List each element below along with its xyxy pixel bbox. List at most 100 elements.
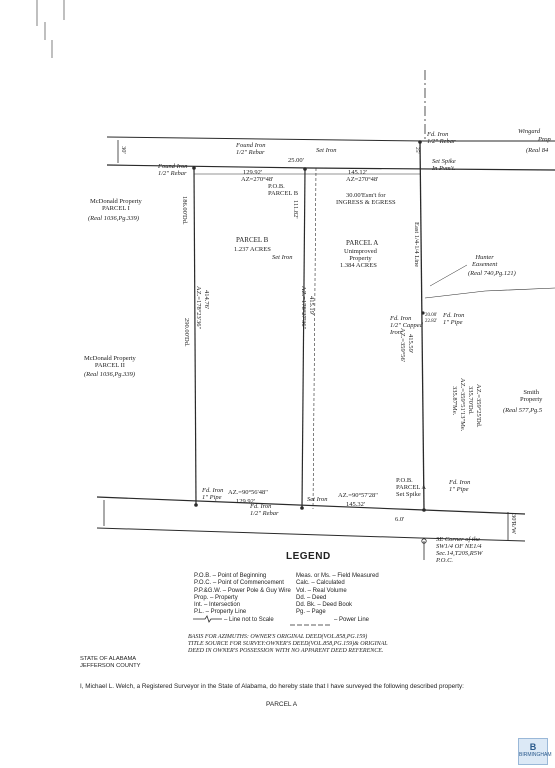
monument-nw (192, 166, 196, 170)
basis-line: DEED IN OWNER'S POSSESSION WITH NO APPAR… (188, 648, 384, 655)
label-dim-129-92-bot: 129.92' (236, 498, 256, 505)
basis-of-survey: BASIS FOR AZIMUTHS: OWNER'S ORIGINAL DEE… (188, 634, 388, 656)
legend-item: P.O.B. – Point of Beginning (194, 573, 267, 579)
hunter-easement-line (424, 287, 555, 299)
monument-n-mid (303, 167, 307, 171)
label-parcel-b-acres: 1.237 ACRES (234, 246, 271, 253)
state-name: STATE OF ALABAMA (80, 656, 137, 662)
monument-poc (421, 538, 427, 544)
label-az-270-48-top: AZ=270°48' (241, 176, 274, 183)
state-county-block: STATE OF ALABAMA JEFFERSON COUNTY (80, 656, 141, 670)
label-set-iron-top: Set Iron (316, 147, 337, 154)
label-parcel-a: PARCEL A (346, 239, 379, 247)
legend-title: LEGEND (286, 551, 331, 562)
label-parcel-b: PARCEL B (236, 236, 269, 244)
monument-se (422, 508, 426, 512)
legend-item: – Power Line (334, 616, 370, 623)
legend-item: Calc. – Calculated (296, 580, 345, 587)
basis-line: BASIS FOR AZIMUTHS: OWNER'S ORIGINAL DEE… (188, 634, 368, 640)
label-dim-145-12: 145.12' (348, 169, 368, 176)
parcel-a-east-line (419, 141, 425, 511)
label-dim-111-82: 111.82' (292, 200, 299, 219)
legend-right-column: Meas. or Ms. – Field Measured Calc. – Ca… (296, 573, 379, 624)
legend-item: Meas. or Ms. – Field Measured (296, 573, 379, 579)
legend-item: Dd. Bk. – Deed Book (296, 602, 353, 609)
hunter-leader (429, 264, 468, 287)
label-set-iron-mid: Set Iron (272, 254, 293, 261)
legend-item: Vol. – Real Volume (296, 587, 347, 594)
label-set-iron-bot: Set Iron (307, 496, 328, 503)
legend-item: – Line not to Scale (224, 616, 274, 623)
parcel-a-heading: PARCEL A (266, 701, 298, 708)
basis-line: TITLE SOURCE FOR SURVEY:OWNER'S DEED(VOL… (188, 641, 388, 648)
label-dim-414-76: 414.76' (203, 290, 210, 310)
logo-mark: B (529, 742, 537, 752)
label-wingard-prop: Prop (538, 136, 551, 143)
label-dim-6: 6.0' (395, 516, 405, 523)
legend-item: Prop. – Property (194, 594, 238, 601)
label-parcel-a-acres: 1.384 ACRES (340, 262, 377, 269)
label-wingard-ref: (Real 84 (526, 147, 549, 154)
watermark-logo: B BIRMINGHAM (518, 738, 552, 765)
legend-item: Dd. – Deed (296, 594, 327, 601)
top-road-lower-edge (106, 164, 555, 171)
surveyor-certification: I, Michael L. Welch, a Registered Survey… (80, 683, 464, 690)
legend-item: P.L. – Property Line (194, 609, 247, 616)
label-dim-415-59: 415.59' (407, 334, 414, 354)
legend-item: Pg. – Page (296, 609, 326, 616)
easement-line (312, 167, 317, 510)
label-wingard: Wingard (518, 128, 541, 135)
label-mcdonald-parcel-2-ref: (Real 1036,Pg.339) (84, 371, 136, 378)
label-dim-145-32: 145.32' (346, 501, 366, 508)
monument-s-mid (300, 506, 304, 510)
parcel-b-west-line (193, 167, 197, 506)
monument-capped (421, 311, 425, 315)
legend-item: Int. – Intersection (194, 602, 241, 609)
label-road-30-right: 30'R/W (510, 514, 517, 534)
label-smith-ref: (Real 577,Pg.5 (503, 407, 543, 414)
legend-item: P.O.C. – Point of Commencement (194, 580, 284, 587)
label-az-359-51: AZ.=359°51'13"Me. (459, 378, 466, 432)
label-dim-25-right: 25' (414, 147, 420, 154)
label-az-178-27: AZ.=178°27'36" (300, 286, 307, 330)
label-dim-335-87: 335.87'Me. (451, 386, 458, 416)
label-dim-290: 290.00'Dd. (183, 318, 190, 347)
parcel-b-east-line (301, 168, 306, 509)
label-az-270-48-a: AZ=270°48' (346, 176, 379, 183)
label-pob-parcel-b: P.O.B.PARCEL B (268, 183, 299, 197)
monument-sw (194, 503, 198, 507)
label-dim-186: 186.00'Dd. (181, 196, 188, 225)
label-east-quarter-line: East 1/4-1/4 Line (413, 222, 420, 268)
label-az-90-57: AZ.=90°57'28" (338, 492, 378, 499)
logo-text: BIRMINGHAM (519, 752, 552, 758)
legend-not-to-scale-symbol (193, 615, 222, 623)
legend-left-column: P.O.B. – Point of Beginning P.O.C. – Poi… (194, 573, 291, 624)
legend-item: P.P.&G.W. – Power Pole & Guy Wire (194, 587, 291, 594)
monument-ne (418, 140, 422, 144)
label-dim-22-82: 22.82' (425, 319, 438, 324)
label-az-359-25: AZ.=359°25'Dd. (475, 384, 482, 428)
label-dim-20: 20.00' (425, 313, 438, 318)
label-road-30-top: 30' (120, 146, 127, 154)
label-mcdonald-parcel-1-ref: (Real 1036,Pg.339) (88, 215, 140, 222)
top-road-upper-edge (106, 136, 555, 142)
label-hunter-ref: (Real 740,Pg.121) (468, 270, 516, 277)
label-dim-25: 25.00' (288, 157, 304, 164)
label-az-90-56: AZ.=90°56'48" (228, 489, 268, 496)
label-az-178-23: AZ.=178°23'36" (195, 286, 202, 330)
